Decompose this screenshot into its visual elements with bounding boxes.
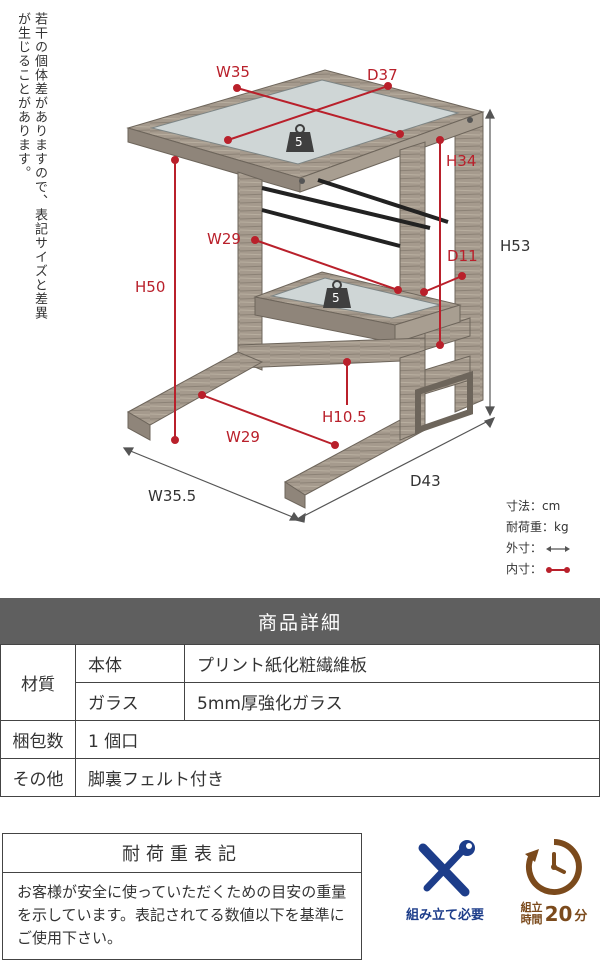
legend-outer: 外寸： (506, 541, 543, 555)
label-h53: H53 (500, 237, 531, 255)
load-notation-box: 耐荷重表記 お客様が安全に使っていただくための目安の重量を示しています。表記され… (2, 833, 362, 960)
body-label: 本体 (75, 644, 185, 683)
rod-upper (261, 186, 431, 230)
other-label: その他 (0, 758, 76, 797)
label-d43: D43 (410, 472, 441, 490)
top-load-value: 5 (295, 135, 303, 149)
label-h34: H34 (446, 152, 477, 170)
double-arrow-icon (546, 545, 571, 552)
material-label: 材質 (0, 644, 76, 721)
dim-line-d43 (299, 419, 491, 519)
label-w29-base: W29 (226, 428, 260, 446)
right-foot-front (284, 481, 306, 509)
rod-back (317, 178, 449, 224)
label-h50: H50 (135, 278, 166, 296)
dimension-legend: 寸法：cm 耐荷重：kg 外寸： 内寸： (506, 496, 598, 580)
assembly-time: 組立 時間 20 分 (510, 836, 598, 926)
spec-title: 商品詳細 (0, 598, 600, 644)
label-w35-5: W35.5 (148, 487, 197, 505)
assembly-label: 組み立て必要 (405, 908, 484, 923)
load-notation-title: 耐荷重表記 (3, 834, 361, 873)
table-diagram (122, 69, 496, 523)
top-load-icon (286, 124, 314, 152)
assembly-time-value: 20 (544, 902, 573, 926)
load-notation-body: お客様が安全に使っていただくための目安の重量を示しています。表記されてる数値以下… (17, 883, 347, 947)
front-left-post (237, 171, 263, 371)
size-disclaimer-note: 若干の個体差がありますので、表記サイズと差異が生じることがあります。 (15, 12, 47, 320)
table-row: ガラス 5mm厚強化ガラス (1, 682, 600, 721)
time-label-bottom: 時間 (520, 913, 543, 926)
other-value: 脚裏フェルト付き (75, 758, 600, 797)
glass-value: 5mm厚強化ガラス (184, 682, 600, 721)
assembly-time-label: 組立 時間 (521, 902, 543, 926)
package-value: 1 個口 (75, 720, 600, 759)
assembly-time-row: 組立 時間 20 分 (510, 902, 598, 927)
label-d11: D11 (447, 247, 478, 265)
red-dot-line-icon (546, 566, 571, 573)
shelf-load-icon (323, 280, 351, 308)
body-value: プリント紙化粧繊維板 (184, 644, 600, 683)
table-row: その他 脚裏フェルト付き (0, 758, 600, 797)
rod-lower (261, 208, 401, 248)
base-rail (237, 337, 426, 369)
shelf-side (394, 304, 461, 344)
left-foot (126, 351, 264, 426)
assembly-time-unit: 分 (574, 908, 588, 924)
label-w29-upper: W29 (207, 230, 241, 248)
assembly-required: 組み立て必要 (390, 840, 500, 923)
spec-table: 材質 本体 プリント紙化粧繊維板 ガラス 5mm厚強化ガラス 梱包数 1 個口 … (0, 644, 600, 797)
table-row: 材質 本体 プリント紙化粧繊維板 (0, 644, 600, 721)
time-label-top: 組立 (520, 901, 543, 914)
left-foot-front (127, 411, 151, 441)
legend-unit: 寸法：cm (506, 499, 561, 513)
dim-line-w35-5 (127, 449, 296, 519)
shelf-load-value: 5 (332, 291, 340, 305)
dim-line-w29-base (201, 394, 336, 446)
legend-load: 耐荷重：kg (506, 520, 569, 534)
legend-outer-row: 外寸： (506, 538, 598, 559)
legend-inner-row: 内寸： (506, 559, 598, 580)
label-h10-5: H10.5 (322, 408, 367, 426)
glass-label: ガラス (75, 682, 185, 721)
wrench-screwdriver-icon (418, 840, 475, 897)
back-leg-frame (415, 370, 473, 435)
label-d37: D37 (367, 66, 398, 84)
dim-line-w29-upper (254, 239, 399, 291)
clock-icon (525, 839, 582, 895)
dim-line-d37 (227, 85, 389, 141)
label-w35: W35 (216, 63, 250, 81)
dim-line-w35 (236, 87, 401, 135)
table-row: 梱包数 1 個口 (0, 720, 600, 759)
legend-inner: 内寸： (506, 562, 543, 576)
package-label: 梱包数 (0, 720, 76, 759)
dim-line-d11 (423, 275, 463, 293)
tabletop-side-edge (299, 111, 484, 193)
